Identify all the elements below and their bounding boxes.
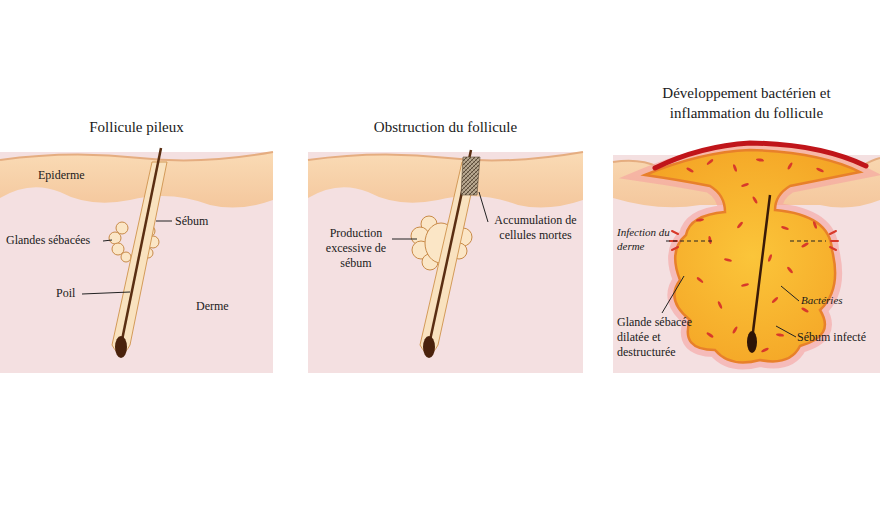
leader-lines	[392, 192, 488, 239]
epidermis	[0, 152, 273, 208]
part-label: Epiderme	[38, 168, 108, 183]
part-label: Sébum infecté	[797, 330, 877, 345]
part-label: Accumulation de cellules mortes	[488, 213, 583, 243]
part-label: Poil	[56, 286, 86, 301]
part-label: Bactéries	[801, 294, 861, 308]
dashed-pointers	[666, 241, 826, 242]
skin-surface	[308, 152, 583, 160]
leader-lines	[82, 221, 172, 294]
skin-panel-3	[613, 143, 880, 373]
hair	[752, 195, 770, 340]
panel-title: Développement bactérien et inflammation …	[634, 84, 859, 123]
panel-title: Follicule pileux	[7, 118, 267, 138]
part-label: Derme	[196, 299, 246, 314]
hair-bulb	[423, 336, 435, 358]
hair	[121, 148, 161, 345]
part-label: Glande sébacée dilatée et destructurée	[617, 315, 707, 360]
skin-panel-2	[308, 150, 583, 373]
part-label: Production excessive de sébum	[320, 226, 392, 271]
epidermis	[308, 152, 583, 208]
skin-panel-1	[0, 148, 273, 373]
panel-title: Obstruction du follicule	[316, 118, 576, 138]
part-label: Glandes sébacées	[6, 233, 106, 248]
inflamed-surface	[655, 143, 866, 168]
bacteria	[686, 158, 824, 353]
dead-cell-plug	[461, 157, 480, 195]
skin-surface	[0, 152, 273, 160]
hair-bulb	[115, 336, 127, 358]
part-label: Sébum	[175, 214, 235, 229]
hair-bulb	[747, 331, 757, 353]
part-label: Infection du derme	[617, 226, 671, 254]
